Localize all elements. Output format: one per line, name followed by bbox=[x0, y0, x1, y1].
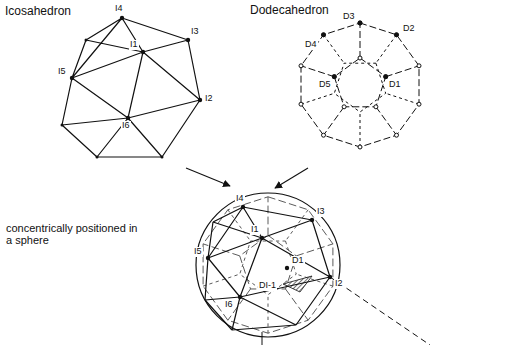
icosahedron-figure bbox=[61, 16, 203, 159]
vertex-label: I4 bbox=[114, 4, 124, 14]
vertex-label: D1 bbox=[388, 80, 402, 90]
vertex-label: I5 bbox=[193, 247, 203, 257]
vertex-label: I1 bbox=[129, 40, 139, 50]
vertex-label: D5 bbox=[318, 80, 332, 90]
vertex-label: I1 bbox=[250, 225, 260, 235]
figure-title: Dodecahedron bbox=[250, 4, 329, 17]
vertex-label: I2 bbox=[334, 279, 344, 289]
dodecahedron-figure bbox=[299, 21, 421, 149]
arrow-lines bbox=[186, 168, 308, 188]
figure-title: Icosahedron bbox=[5, 5, 71, 18]
vertex-label: I5 bbox=[57, 67, 67, 77]
vertex-label: I3 bbox=[190, 27, 200, 37]
caption-note: concentrically positioned in a sphere bbox=[6, 222, 146, 246]
vertex-label: DI-1 bbox=[258, 281, 277, 291]
vertex-label: D3 bbox=[342, 12, 356, 22]
vertex-label: D2 bbox=[402, 24, 416, 34]
sphere-figure bbox=[196, 193, 430, 345]
vertex-label: I6 bbox=[224, 300, 234, 310]
vertex-label: D1 bbox=[291, 256, 305, 266]
vertex-label: I4 bbox=[235, 194, 245, 204]
vertex-label: I3 bbox=[316, 207, 326, 217]
vertex-label: D4 bbox=[304, 40, 318, 50]
vertex-label: I6 bbox=[121, 121, 131, 131]
vertex-label: I2 bbox=[204, 94, 214, 104]
